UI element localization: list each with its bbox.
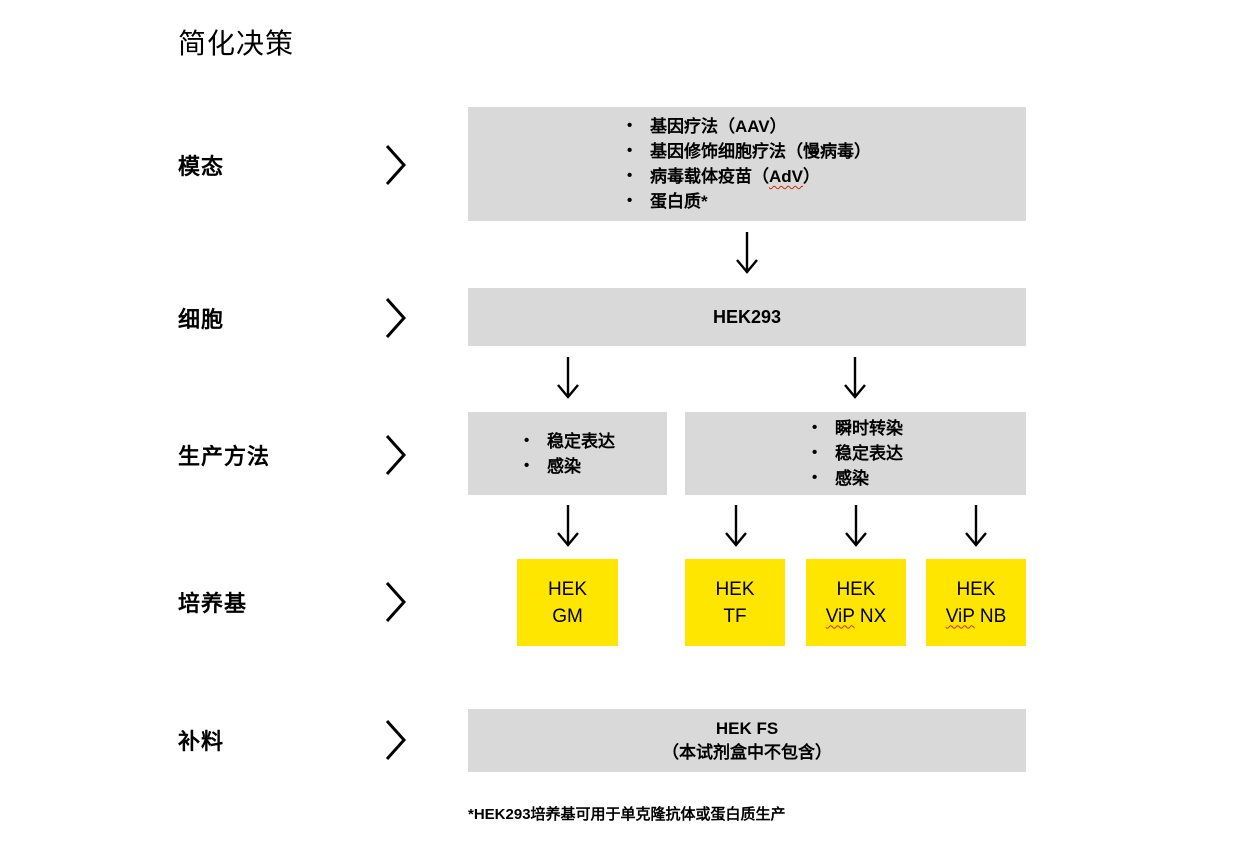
row-header-modality: 模态 <box>178 143 406 187</box>
list-item: 基因疗法（AAV） <box>623 113 871 139</box>
row-label-feed: 补料 <box>178 729 225 754</box>
row-header-feed: 补料 <box>178 718 406 762</box>
arrow-down-icon <box>842 356 868 400</box>
row-header-production: 生产方法 <box>178 433 406 477</box>
medium-box-hek-tf: HEK TF <box>685 559 785 646</box>
list-item: 蛋白质* <box>623 188 871 214</box>
production-right-list: 瞬时转染 稳定表达 感染 <box>808 415 903 491</box>
production-box-left: 稳定表达 感染 <box>468 412 667 495</box>
medium-box-hek-vip-nx: HEK ViP NX <box>806 559 906 646</box>
feed-box-line1: HEK FS <box>715 718 779 738</box>
modality-list: 基因疗法（AAV） 基因修饰细胞疗法（慢病毒） 病毒载体疫苗（AdV） 蛋白质* <box>623 113 871 214</box>
cell-box-label: HEK293 <box>712 306 782 327</box>
list-item: 稳定表达 <box>520 428 615 454</box>
production-left-list: 稳定表达 感染 <box>520 428 615 479</box>
list-item: 感染 <box>808 465 903 491</box>
row-label-modality: 模态 <box>178 154 225 179</box>
list-item: 瞬时转染 <box>808 415 903 441</box>
cell-box: HEK293 <box>468 288 1026 346</box>
arrow-down-icon <box>843 504 869 548</box>
row-header-medium: 培养基 <box>178 580 406 624</box>
chevron-right-icon <box>385 719 406 761</box>
arrow-down-icon <box>555 504 581 548</box>
row-label-production: 生产方法 <box>178 444 271 469</box>
footnote: *HEK293培养基可用于单克隆抗体或蛋白质生产 <box>468 806 786 823</box>
row-label-cells: 细胞 <box>178 307 225 332</box>
arrow-down-icon <box>734 231 760 275</box>
spellcheck-marked-text: ViP <box>825 605 855 627</box>
chevron-right-icon <box>385 144 406 186</box>
feed-box: HEK FS （本试剂盒中不包含） <box>468 709 1026 772</box>
spellcheck-marked-text: ViP <box>945 605 975 627</box>
modality-box: 基因疗法（AAV） 基因修饰细胞疗法（慢病毒） 病毒载体疫苗（AdV） 蛋白质* <box>468 107 1026 221</box>
list-item: 病毒载体疫苗（AdV） <box>623 163 871 189</box>
production-box-right: 瞬时转染 稳定表达 感染 <box>685 412 1026 495</box>
list-item: 稳定表达 <box>808 440 903 466</box>
chevron-right-icon <box>385 434 406 476</box>
list-item: 基因修饰细胞疗法（慢病毒） <box>623 138 871 164</box>
medium-box-hek-vip-nb: HEK ViP NB <box>926 559 1026 646</box>
arrow-down-icon <box>963 504 989 548</box>
row-header-cells: 细胞 <box>178 296 406 340</box>
spellcheck-marked-text: AdV <box>769 167 803 186</box>
chevron-right-icon <box>385 297 406 339</box>
arrow-down-icon <box>723 504 749 548</box>
medium-box-hek-gm: HEK GM <box>517 559 618 646</box>
list-item: 感染 <box>520 453 615 479</box>
feed-box-line2: （本试剂盒中不包含） <box>662 742 832 762</box>
chevron-right-icon <box>385 581 406 623</box>
row-label-medium: 培养基 <box>178 591 248 616</box>
page-title: 简化决策 <box>178 28 295 59</box>
arrow-down-icon <box>555 356 581 400</box>
